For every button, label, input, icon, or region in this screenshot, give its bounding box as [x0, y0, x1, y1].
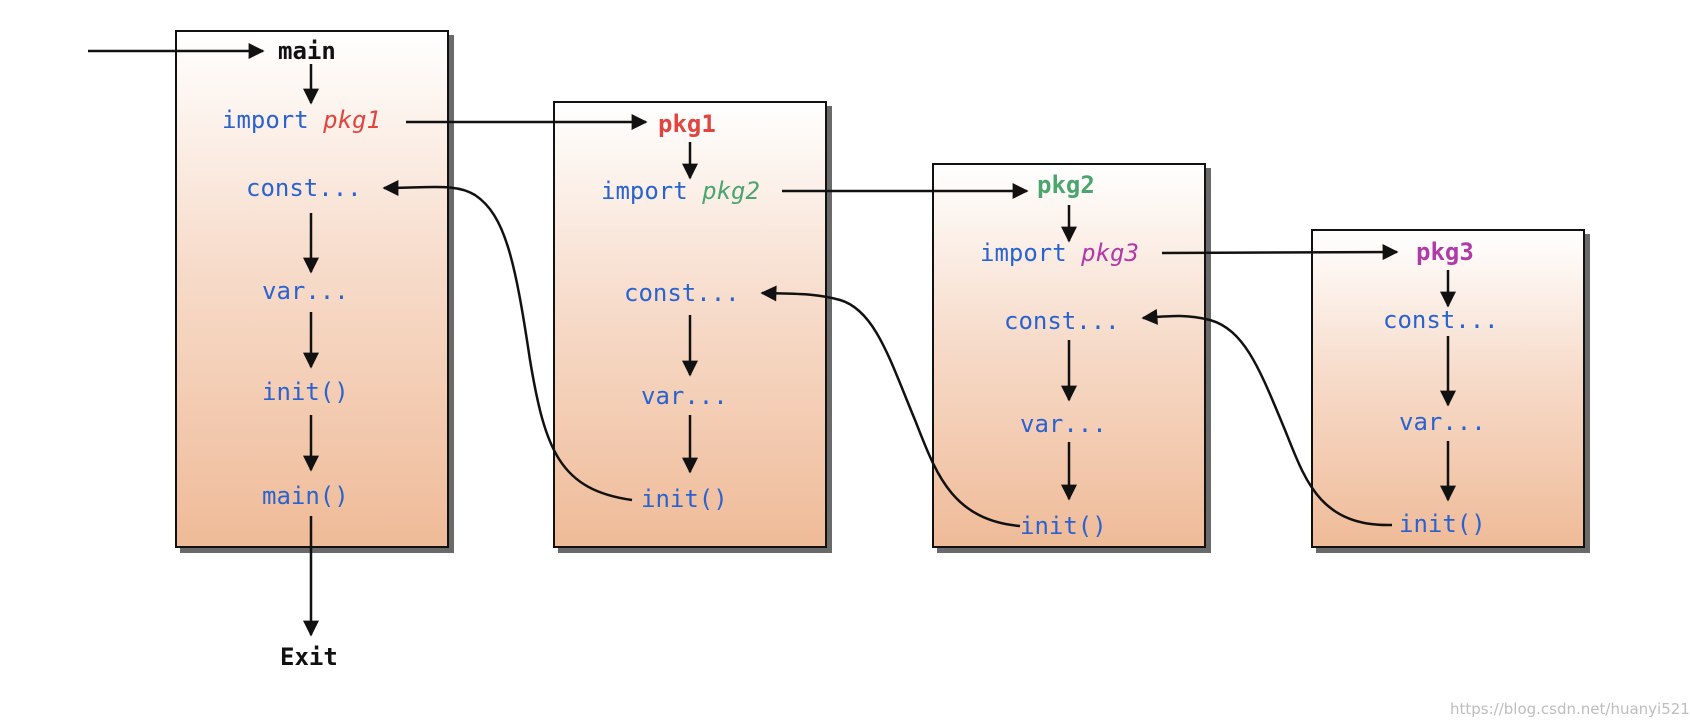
main-var-label: var... [262, 277, 349, 305]
pkg2-import-statement: import pkg3 [980, 239, 1139, 267]
watermark-text: https://blog.csdn.net/huanyi5214 [1450, 700, 1690, 718]
pkg3-var-label: var... [1399, 408, 1486, 436]
pkg1-return-curve [382, 179, 633, 502]
pkg1-import-statement: import pkg2 [601, 177, 760, 205]
main-init-label: init() [262, 378, 349, 406]
pkg2-return-curve [760, 285, 1021, 528]
import-keyword: import [222, 106, 309, 134]
main-entry-label: main [278, 37, 336, 65]
pkg2-const-label: const... [1004, 307, 1120, 335]
import-pkg1-name: pkg1 [323, 106, 381, 134]
main-main-call-label: main() [262, 482, 349, 510]
pkg1-const-label: const... [624, 279, 740, 307]
import-keyword: import [980, 239, 1067, 267]
exit-label: Exit [280, 643, 338, 671]
pkg3-const-label: const... [1383, 306, 1499, 334]
main-import-statement: import pkg1 [222, 106, 381, 134]
import-pkg3-name: pkg3 [1081, 239, 1139, 267]
pkg1-init-label: init() [641, 485, 728, 513]
pkg2-title: pkg2 [1037, 171, 1095, 199]
pkg1-var-label: var... [641, 382, 728, 410]
pkg2-var-label: var... [1020, 410, 1107, 438]
pkg1-title: pkg1 [658, 110, 716, 138]
pkg3-init-label: init() [1399, 510, 1486, 538]
main-const-label: const... [246, 174, 362, 202]
import-keyword: import [601, 177, 688, 205]
pkg2-init-label: init() [1020, 512, 1107, 540]
import-pkg2-name: pkg2 [702, 177, 760, 205]
pkg3-return-curve [1141, 308, 1393, 527]
pkg3-title: pkg3 [1416, 238, 1474, 266]
import-pkg3-arrow [1161, 244, 1399, 261]
